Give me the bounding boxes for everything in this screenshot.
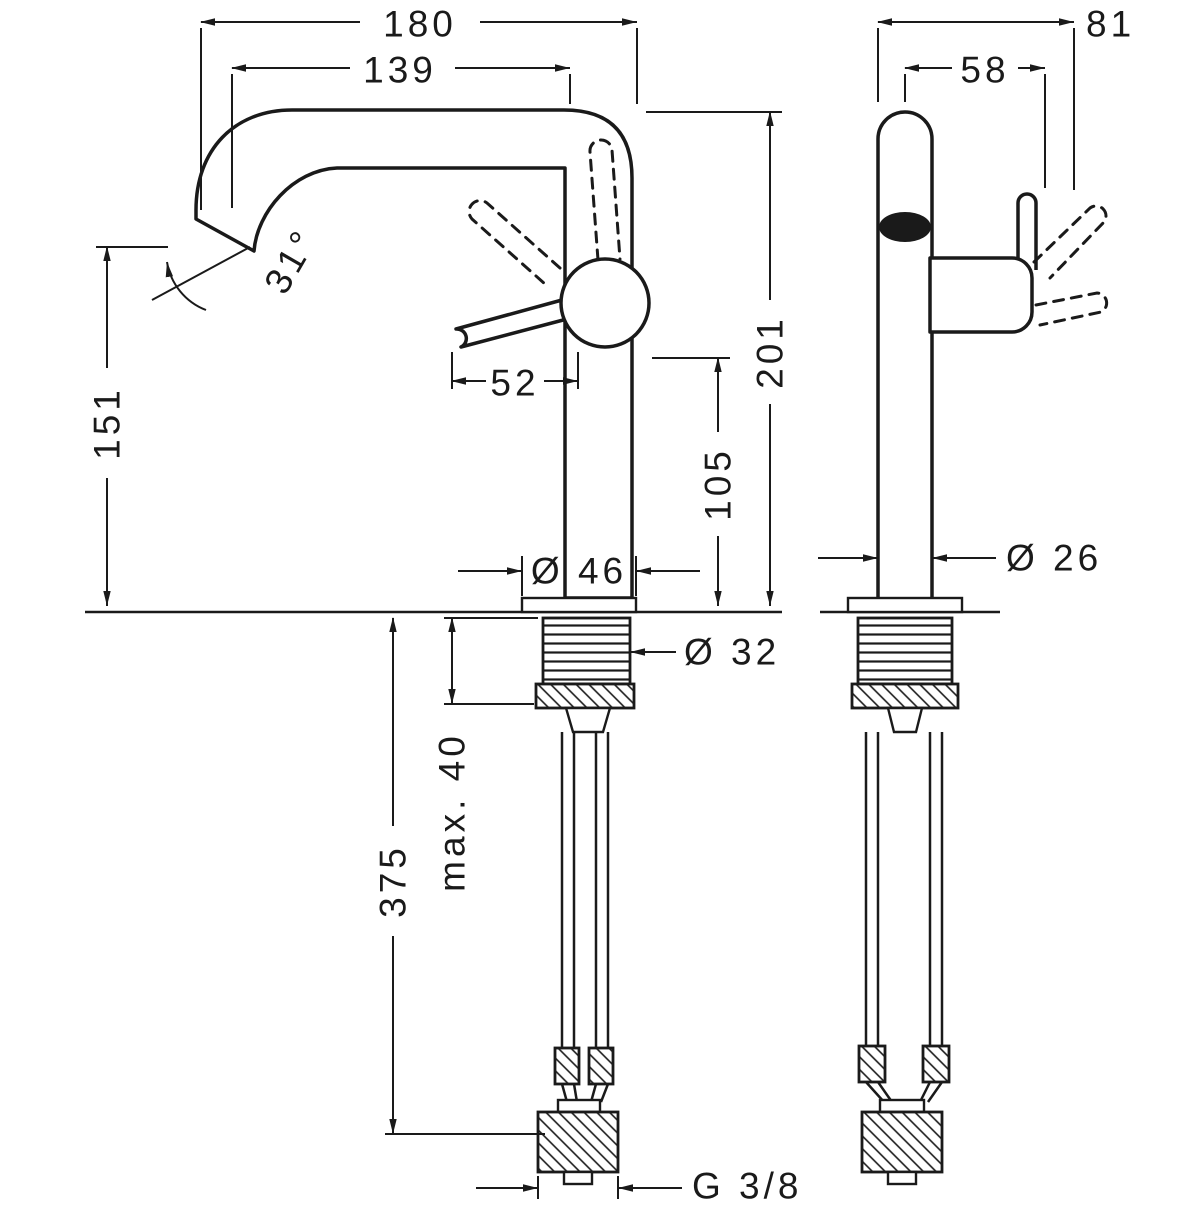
- dim-handle-height: 105: [652, 357, 739, 606]
- dim-connection-thread-label: G 3/8: [692, 1166, 803, 1201]
- lever-rod: [454, 298, 569, 349]
- dim-base-diameter-label: Ø 46: [531, 551, 627, 592]
- dim-spout-reach: 139: [231, 50, 571, 208]
- lever-swing-down-dashed: [1034, 291, 1109, 327]
- dim-shank-diameter: Ø 32: [630, 632, 780, 673]
- connection-tip-front: [562, 1170, 594, 1186]
- hose-line: [599, 1083, 610, 1103]
- dim-max-mounting-label: max. 40: [432, 732, 473, 892]
- dim-overall-depth: 81: [877, 4, 1135, 190]
- handle-pin-side: [1016, 192, 1038, 270]
- handle-housing-side: [928, 256, 1034, 334]
- hose-crimp-sleeve: [553, 1046, 581, 1086]
- base-flange-front: [520, 596, 638, 614]
- spout-body-outline: [194, 108, 634, 600]
- dim-overall-reach-label: 180: [383, 4, 457, 45]
- dim-body-diameter-label: Ø 26: [1006, 538, 1102, 579]
- lever-swing-up-dashed: [1032, 204, 1108, 280]
- hose-line: [865, 1081, 885, 1103]
- dim-handle-height-label: 105: [698, 447, 739, 521]
- dim-spout-height: 151: [87, 246, 168, 606]
- supply-hoses-side: [857, 732, 951, 1103]
- dim-hose-length: 375: [373, 617, 545, 1135]
- lever-alt-position-left: [467, 199, 562, 286]
- connection-collar-side: [878, 1098, 926, 1114]
- connection-tip-side: [886, 1170, 918, 1186]
- connection-nut-front: [536, 1110, 620, 1174]
- angle-reference-line: [151, 246, 251, 301]
- base-flange-side: [846, 596, 964, 614]
- mounting-nut-side: [850, 682, 960, 710]
- dim-spout-height-label: 151: [87, 386, 128, 460]
- dim-lever-offset-label: 52: [490, 363, 539, 404]
- threaded-shank-front: [541, 616, 632, 686]
- spout-outlet-section: [879, 212, 931, 242]
- connection-collar-front: [556, 1098, 602, 1114]
- mounting-nut-front: [534, 682, 636, 710]
- dim-base-diameter: Ø 46: [458, 551, 700, 596]
- dim-spout-reach-label: 139: [363, 50, 437, 91]
- hose-crimp-sleeve: [587, 1046, 615, 1086]
- dim-overall-height: 201: [646, 111, 791, 606]
- dim-lever-offset: 52: [451, 352, 579, 404]
- dim-handle-depth: 58: [904, 50, 1046, 188]
- dim-spout-angle-label: 31°: [256, 221, 325, 300]
- supply-hoses-front: [553, 732, 615, 1103]
- body-outline-side: [876, 110, 934, 598]
- handle-knob: [559, 257, 651, 349]
- hose-line: [918, 1081, 932, 1103]
- threaded-shank-side: [856, 616, 954, 686]
- dim-shank-diameter-label: Ø 32: [684, 632, 780, 673]
- lever-alt-position-up: [588, 138, 622, 262]
- dim-overall-reach: 180: [200, 4, 638, 210]
- hose-crimp-sleeve: [921, 1044, 951, 1084]
- hose-line: [926, 1081, 944, 1103]
- dim-handle-depth-label: 58: [960, 50, 1009, 91]
- side-view: [820, 110, 1109, 1186]
- dim-max-mounting-thickness: max. 40: [432, 617, 538, 892]
- shank-end-front: [564, 706, 612, 734]
- dim-connection-thread: G 3/8: [476, 1166, 803, 1205]
- angle-arc: [165, 261, 207, 311]
- front-view: [85, 108, 782, 1186]
- shank-end-side: [886, 706, 924, 734]
- dim-body-diameter: Ø 26: [818, 538, 1102, 579]
- dim-overall-depth-label: 81: [1086, 4, 1135, 45]
- connection-nut-side: [860, 1110, 944, 1174]
- dim-overall-height-label: 201: [750, 315, 791, 389]
- dim-hose-length-label: 375: [373, 844, 414, 918]
- hose-line: [876, 1081, 894, 1103]
- hose-crimp-sleeve: [857, 1044, 887, 1084]
